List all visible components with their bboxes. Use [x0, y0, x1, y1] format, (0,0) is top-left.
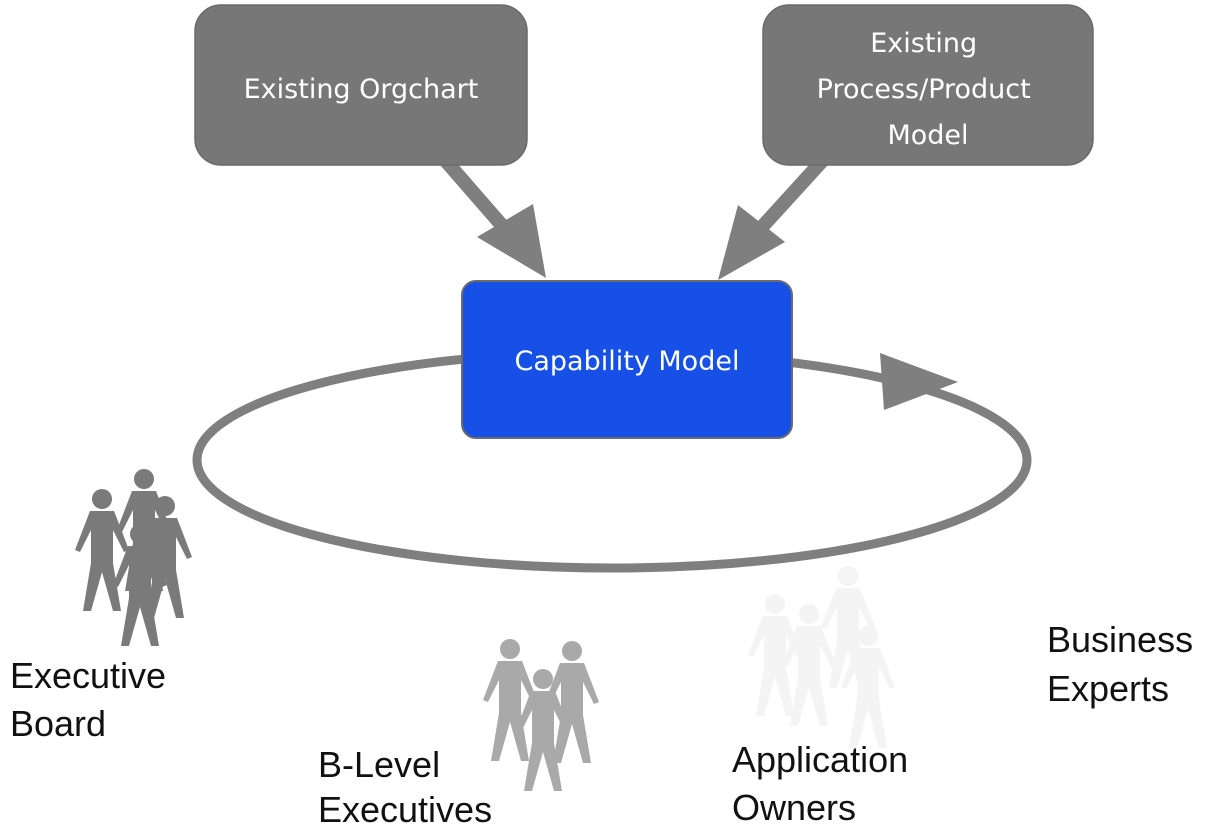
- process-product-label-line3: Model: [887, 120, 968, 151]
- orgchart-arrowhead: [477, 204, 546, 278]
- b-level-executives-group: B-Level Executives: [318, 639, 599, 829]
- executive-board-label-line2: Board: [10, 703, 106, 744]
- person-icon: [748, 594, 802, 716]
- business-experts-group: Business Experts: [1047, 397, 1203, 709]
- person-icon: [1132, 458, 1186, 580]
- svg-text:Business Experts: Business Experts: [1047, 619, 1203, 709]
- person-icon: [75, 489, 129, 611]
- executive-board-label-line1: Executive: [10, 655, 166, 696]
- svg-text:Application Owners: Application Owners: [732, 739, 918, 828]
- b-level-label-line1: B-Level: [318, 744, 440, 785]
- business-experts-label-line2: Experts: [1047, 668, 1169, 709]
- executive-board-group: Executive Board: [10, 469, 192, 744]
- business-experts-label-line1: Business: [1047, 619, 1193, 660]
- application-owners-group: Application Owners: [732, 566, 918, 828]
- process-product-label-line1: Existing: [870, 28, 977, 59]
- existing-orgchart-box: Existing Orgchart: [194, 4, 528, 166]
- process-arrowhead: [718, 205, 785, 280]
- b-level-label-line2: Executives: [318, 789, 492, 829]
- process-product-label-line2: Process/Product: [817, 74, 1031, 105]
- existing-process-product-model-box: Existing Process/Product Model: [762, 4, 1094, 166]
- application-owners-label-line2: Owners: [732, 787, 856, 828]
- svg-text:Existing Process/Product: Existing Process/Product Model: [817, 28, 1040, 151]
- capability-model-box: Capability Model: [461, 280, 793, 439]
- svg-text:Capability Model: Capability Model: [515, 346, 740, 377]
- cycle-arrowhead: [880, 353, 958, 410]
- svg-text:Existing Orgchart: Existing Orgchart: [244, 74, 479, 105]
- svg-text:B-Level Executives: B-Level Executives: [318, 744, 492, 829]
- svg-text:Executive Board: Executive Board: [10, 655, 176, 744]
- existing-orgchart-label: Existing Orgchart: [244, 74, 479, 105]
- process-connector: [746, 155, 829, 243]
- capability-model-label: Capability Model: [515, 346, 740, 377]
- application-owners-label-line1: Application: [732, 739, 908, 780]
